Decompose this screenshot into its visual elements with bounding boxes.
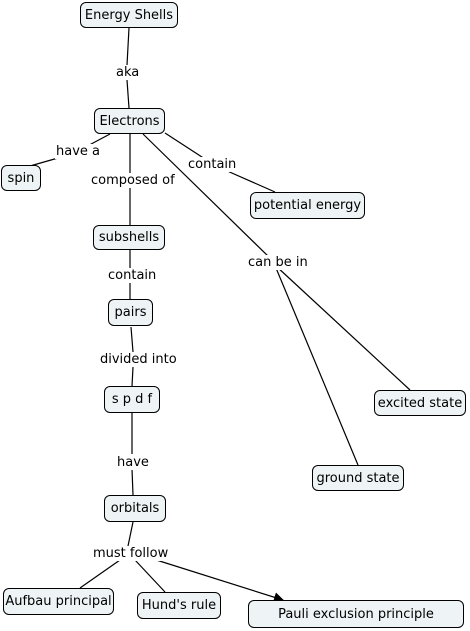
- line-must-follow-aufbau: [79, 559, 121, 589]
- line-pairs-divided-into: [130, 326, 134, 353]
- node-pairs[interactable]: pairs: [108, 299, 153, 326]
- line-divided-into-spdf: [131, 366, 134, 387]
- line-orbitals-must-follow: [127, 521, 134, 547]
- line-aka-electrons: [126, 79, 130, 109]
- node-spdf[interactable]: s p d f: [104, 386, 160, 413]
- line-electrons-contain: [164, 132, 206, 160]
- node-orbitals[interactable]: orbitals: [104, 495, 166, 522]
- link-label-must-follow: must follow: [92, 546, 170, 561]
- line-energy-shells-aka: [126, 27, 130, 66]
- link-label-composed-of: composed of: [90, 173, 176, 188]
- link-label-aka: aka: [115, 65, 141, 80]
- link-label-divided-into: divided into: [99, 352, 178, 367]
- link-label-contain-mid: contain: [107, 268, 158, 283]
- node-pauli[interactable]: Pauli exclusion principle: [248, 600, 464, 628]
- line-have-orbitals: [131, 468, 134, 496]
- node-hunds-rule[interactable]: Hund's rule: [137, 592, 221, 619]
- line-must-follow-hunds: [134, 559, 166, 593]
- node-energy-shells[interactable]: Energy Shells: [80, 2, 178, 28]
- node-excited-state[interactable]: excited state: [374, 390, 466, 416]
- node-potential-energy[interactable]: potential energy: [250, 192, 365, 219]
- node-electrons[interactable]: Electrons: [94, 108, 165, 134]
- line-can-be-in-excited-state: [275, 265, 411, 391]
- link-label-have-a: have a: [55, 144, 101, 159]
- line-can-be-in-ground-state: [275, 267, 359, 466]
- node-ground-state[interactable]: ground state: [312, 465, 404, 491]
- link-label-contain-top: contain: [187, 157, 238, 172]
- node-subshells[interactable]: subshells: [93, 225, 165, 250]
- line-contain-potential-energy: [224, 169, 276, 193]
- line-electrons-can-be-in: [142, 133, 271, 259]
- node-aufbau[interactable]: Aufbau principal: [3, 588, 114, 615]
- link-label-have: have: [116, 455, 150, 470]
- line-must-follow-pauli: [149, 557, 284, 603]
- line-have-a-spin: [29, 157, 59, 167]
- node-spin[interactable]: spin: [1, 165, 41, 191]
- link-label-can-be-in: can be in: [247, 255, 309, 270]
